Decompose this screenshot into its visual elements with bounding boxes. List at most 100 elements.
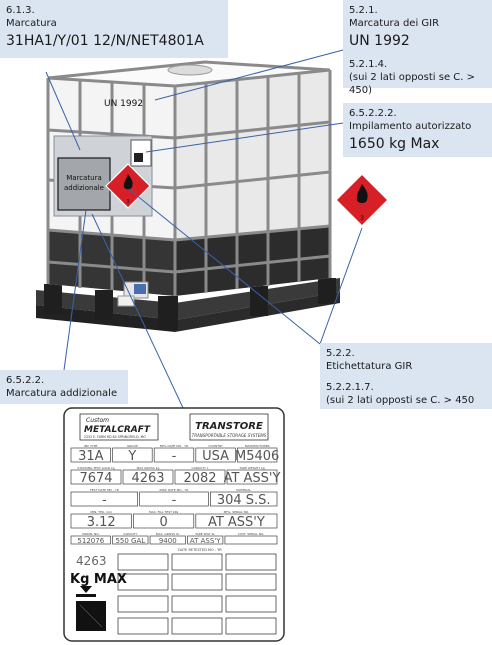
retest-cell-1-2 xyxy=(225,573,277,591)
stack-arrow-icon xyxy=(80,586,92,593)
plate-row1-cell-0 xyxy=(70,447,111,463)
callout-un-title: Marcatura dei GIR xyxy=(349,18,440,29)
plate-row1-value-2: - xyxy=(172,449,177,464)
plate-row1-cell-4 xyxy=(237,447,278,463)
plate-row4-header-1: MAX. FILL TEST kPa xyxy=(149,510,178,514)
svg-text:METALCRAFT: METALCRAFT xyxy=(84,425,151,435)
plate-row4-cell-0 xyxy=(70,513,132,529)
plate-row2-value-2: 2082 xyxy=(183,471,216,486)
callout-marking-ref: 6.1.3. xyxy=(6,5,35,16)
plate-row3-header-1: INSP. DATE MO - YR xyxy=(160,488,189,492)
leader-lines xyxy=(45,49,363,411)
ibc-tank: UN 1992 Marcatura addizionale 3 xyxy=(36,60,340,332)
plate-row5-cell-4 xyxy=(224,535,278,545)
plate-row2-value-0: 7674 xyxy=(79,471,112,486)
callout-un-ref2: 5.2.1.4. xyxy=(349,59,388,70)
plate-row5-header-3: TARE WGT lb. xyxy=(194,532,215,536)
callout-marking-value: 31HA1/Y/01 12/N/NET4801A xyxy=(6,33,204,49)
plate-row1-header-0: IBC TYPE xyxy=(84,444,97,448)
plate-row3-cell-0 xyxy=(70,491,138,507)
retest-cell-0-2 xyxy=(225,553,277,571)
callout-un-note: (sui 2 lati opposti se C. > 450) xyxy=(349,72,476,96)
plate-row5-cell-2 xyxy=(149,535,186,545)
callout-gir-title: Etichettatura GIR xyxy=(326,361,413,372)
callout-gir-note: (sui 2 lati opposti se C. > 450 xyxy=(326,395,475,406)
plate-row5-value-3: AT ASS'Y xyxy=(190,537,221,545)
callout-stacking-ref: 6.5.2.2.2. xyxy=(349,108,397,119)
plate-row1-value-3: USA xyxy=(202,449,229,464)
callout-marking-title: Marcatura xyxy=(6,18,57,29)
plate-row4-cell-1 xyxy=(133,513,195,529)
retest-cell-3-2 xyxy=(225,617,277,635)
plate-row1-cell-3 xyxy=(195,447,236,463)
plate-row5-value-2: 9400 xyxy=(159,537,177,545)
certification-plate: Custom METALCRAFT 2332 E. FARM RD 64 SPR… xyxy=(63,407,285,642)
metalcraft-logo: Custom METALCRAFT 2332 E. FARM RD 64 SPR… xyxy=(79,413,159,441)
plate-row1-value-1: Y xyxy=(127,449,136,464)
plate-row3-value-1: - xyxy=(172,493,177,508)
plate-row2-cell-0 xyxy=(70,469,122,485)
plate-row2-header-2: CAPACITY L xyxy=(191,466,208,470)
retest-cell-1-1 xyxy=(171,573,223,591)
svg-text:TRANSTORE: TRANSTORE xyxy=(195,421,263,432)
svg-text:Custom: Custom xyxy=(86,417,109,424)
retest-grid xyxy=(117,553,277,635)
plate-row1-header-1: GROUP xyxy=(127,444,138,448)
callout-un-value: UN 1992 xyxy=(349,33,410,49)
plate-row3-header-2: MATERIAL xyxy=(236,488,251,492)
plate-row3-header-0: TEST DATE MO - YR xyxy=(89,488,119,492)
standalone-hazard-label: 3 xyxy=(334,172,390,228)
plate-row1-header-2: MFG DATE MO - YR xyxy=(160,444,188,448)
plate-row2-header-0: STACKING TEST LOAD kg xyxy=(77,466,114,470)
svg-text:3: 3 xyxy=(126,199,129,205)
plate-row2-cell-2 xyxy=(174,469,226,485)
retest-cell-2-1 xyxy=(171,595,223,613)
plate-row5-value-1: 550 GAL xyxy=(115,537,145,545)
plate-row5-header-4: CUST. SERIAL NO. xyxy=(238,532,265,536)
retest-cell-3-0 xyxy=(117,617,169,635)
plate-row3-value-0: - xyxy=(102,493,107,508)
retest-cell-0-1 xyxy=(171,553,223,571)
callout-stacking-value: 1650 kg Max xyxy=(349,136,440,152)
callout-additional-title: Marcatura addizionale xyxy=(6,388,118,399)
plate-row4-value-1: 0 xyxy=(159,515,167,530)
callout-un: 5.2.1. Marcatura dei GIR UN 1992 5.2.1.4… xyxy=(343,0,492,96)
callout-additional-ref: 6.5.2.2. xyxy=(6,375,45,386)
additional-marking-text-2: addizionale xyxy=(64,184,104,192)
retest-cell-2-0 xyxy=(117,595,169,613)
pallet xyxy=(36,278,340,332)
plate-row5-cell-1 xyxy=(112,535,149,545)
callout-gir-ref2: 5.2.2.1.7. xyxy=(326,382,374,393)
plate-row4-value-0: 3.12 xyxy=(87,515,116,530)
plate-row1-header-4: MANUFACTURER xyxy=(245,444,270,448)
plate-row5-cell-3 xyxy=(187,535,224,545)
mini-stacking-symbol xyxy=(134,153,143,162)
plate-row3-value-2: 304 S.S. xyxy=(217,493,271,508)
plate-row2-value-1: 4263 xyxy=(131,471,164,486)
plate-row2-header-1: MAX GROSS kg xyxy=(137,466,160,470)
additional-marking-box xyxy=(57,157,111,211)
plate-row2-cell-1 xyxy=(122,469,174,485)
svg-text:TRANSPORTABLE STORAGE SYSTEMS: TRANSPORTABLE STORAGE SYSTEMS xyxy=(192,433,267,438)
retest-cell-2-2 xyxy=(225,595,277,613)
plate-row1-cell-1 xyxy=(112,447,153,463)
plate-row1-cell-2 xyxy=(153,447,195,463)
steel-cage xyxy=(46,60,332,296)
plate-row3-cell-1 xyxy=(139,491,209,507)
svg-text:3: 3 xyxy=(360,215,364,222)
plate-row4-header-0: MIN. THK. mm xyxy=(90,510,112,514)
callout-stacking: 6.5.2.2.2. Impilamento autorizzato 1650 … xyxy=(343,103,492,157)
plate-row3-cell-2 xyxy=(210,491,278,507)
plate-row1-value-0: 31A xyxy=(78,449,104,464)
callout-marking: 6.1.3. Marcatura 31HA1/Y/01 12/N/NET4801… xyxy=(0,0,228,58)
callout-gir-ref: 5.2.2. xyxy=(326,348,355,359)
plate-row5-header-1: CAPACITY xyxy=(123,532,138,536)
additional-marking-text-1: Marcatura xyxy=(66,174,102,182)
plate-row4-header-2: MFG. SERIAL NO. xyxy=(224,510,249,514)
plate-row4-cell-2 xyxy=(195,513,278,529)
callout-stacking-title: Impilamento autorizzato xyxy=(349,121,472,132)
plate-row5-header-2: MAX. GROSS lb. xyxy=(156,532,180,536)
tank-un-label: UN 1992 xyxy=(104,99,143,109)
